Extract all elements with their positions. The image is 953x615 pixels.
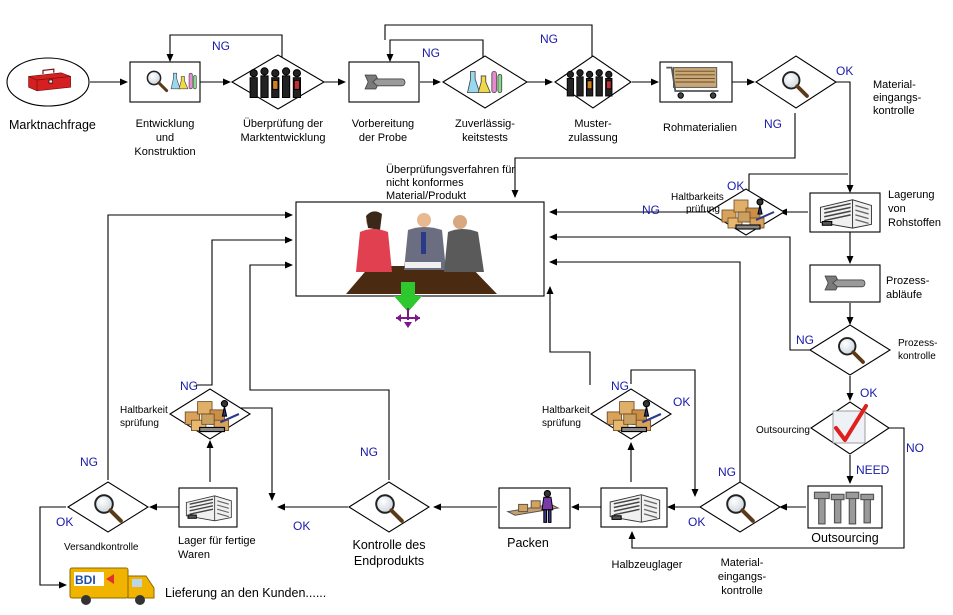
outsourcing-box-label: Outsourcing xyxy=(811,531,878,545)
nonconforming-output-arrow xyxy=(394,282,422,328)
materialeingang-top-label-line2: eingangs- xyxy=(873,92,922,104)
ueberpruefung-markt-label-line2: Marktentwicklung xyxy=(241,132,326,144)
flow-label-ng-11: NG xyxy=(80,455,98,469)
flow-label-ng-3: NG xyxy=(540,32,558,46)
packen-label: Packen xyxy=(507,536,549,550)
haltbarkeit-left-label-line2: sprüfung xyxy=(120,418,159,429)
lieferung-label: Lieferung an den Kunden...... xyxy=(165,586,326,600)
zuverlaessigkeit-label-line1: Zuverlässig- xyxy=(455,118,515,130)
vorbereitung-label-line1: Vorbereitung xyxy=(352,118,414,130)
flow-label-ok-5: OK xyxy=(673,395,690,409)
haltbarkeit-left-label-line1: Haltbarkeit xyxy=(120,405,168,416)
materialeingang-bottom-label-line2: eingangs- xyxy=(718,571,767,583)
outsourcing-decision-label: Outsourcing xyxy=(756,425,810,436)
flow-label-ok-1: OK xyxy=(836,64,853,78)
haltbarkeit-mid-label-line2: sprüfung xyxy=(542,418,581,429)
kontrolle-end-label-line1: Kontrolle des xyxy=(353,538,426,552)
halbzeuglager-label: Halbzeuglager xyxy=(612,559,683,571)
materialeingang-top-label-line3: kontrolle xyxy=(873,105,915,117)
flow-label-ok-7: OK xyxy=(56,515,73,529)
lager-fertig-label-line1: Lager für fertige xyxy=(178,535,256,547)
lagerung-label-line3: Rohstoffen xyxy=(888,217,941,229)
ueberpruefungsverfahren-label-line3: Material/Produkt xyxy=(386,190,466,202)
rohmaterialien-label: Rohmaterialien xyxy=(663,122,737,134)
flow-label-ng-6: NG xyxy=(796,333,814,347)
flow-label-ok-3: OK xyxy=(860,386,877,400)
entwicklung-label-line2: und xyxy=(156,132,174,144)
truck-logo-text: BDI xyxy=(75,573,96,587)
prozesskontrolle-label-line2: kontrolle xyxy=(898,351,936,362)
flow-label-ng-2: NG xyxy=(422,46,440,60)
flow-label-ng-5: NG xyxy=(642,203,660,217)
flow-label-ng-10: NG xyxy=(180,379,198,393)
ueberpruefungsverfahren-label-line2: nicht konformes xyxy=(386,177,464,189)
materialeingang-bottom-label-line3: kontrolle xyxy=(721,585,763,597)
zuverlaessigkeit-label-line2: keitstests xyxy=(462,132,508,144)
prozesskontrolle-label-line1: Prozess- xyxy=(898,338,937,349)
musterzulassung-label-line2: zulassung xyxy=(568,132,618,144)
materialeingang-top-label-line1: Material- xyxy=(873,79,916,91)
prozessablaeufe-label-line2: abläufe xyxy=(886,289,922,301)
flow-label-no: NO xyxy=(906,441,924,455)
ueberpruefungsverfahren-label-line1: Überprüfungsverfahren für xyxy=(386,164,515,176)
lagerung-label-line2: von xyxy=(888,203,906,215)
haltbarkeit-top-label-line1: Haltbarkeits xyxy=(671,192,724,203)
flow-label-ng-1: NG xyxy=(212,39,230,53)
flow-label-ok-4: OK xyxy=(688,515,705,529)
prozessablaeufe-label-line1: Prozess- xyxy=(886,275,930,287)
musterzulassung-label-line1: Muster- xyxy=(574,118,612,130)
entwicklung-label-line3: Konstruktion xyxy=(134,146,195,158)
flow-label-ok-6: OK xyxy=(293,519,310,533)
vorbereitung-label-line2: der Probe xyxy=(359,132,407,144)
versandkontrolle-label: Versandkontrolle xyxy=(64,542,139,553)
haltbarkeit-top-label-line2: prüfung xyxy=(686,204,720,215)
flow-label-ng-4: NG xyxy=(764,117,782,131)
flow-label-ng-8: NG xyxy=(611,379,629,393)
entwicklung-label-line1: Entwicklung xyxy=(136,118,195,130)
flow-label-need: NEED xyxy=(856,463,890,477)
marktnachfrage-label: Marktnachfrage xyxy=(9,118,96,132)
flow-label-ok-2: OK xyxy=(727,179,744,193)
ueberpruefung-markt-label-line1: Überprüfung der xyxy=(243,118,323,130)
kontrolle-end-label-line2: Endprodukts xyxy=(354,554,424,568)
lager-fertig-label-line2: Waren xyxy=(178,549,210,561)
materialeingang-bottom-label-line1: Material- xyxy=(721,557,764,569)
haltbarkeit-mid-label-line1: Haltbarkeit xyxy=(542,405,590,416)
flow-label-ng-9: NG xyxy=(360,445,378,459)
flow-label-ng-7: NG xyxy=(718,465,736,479)
lagerung-label-line1: Lagerung xyxy=(888,189,935,201)
delivery-truck-icon xyxy=(69,567,155,605)
